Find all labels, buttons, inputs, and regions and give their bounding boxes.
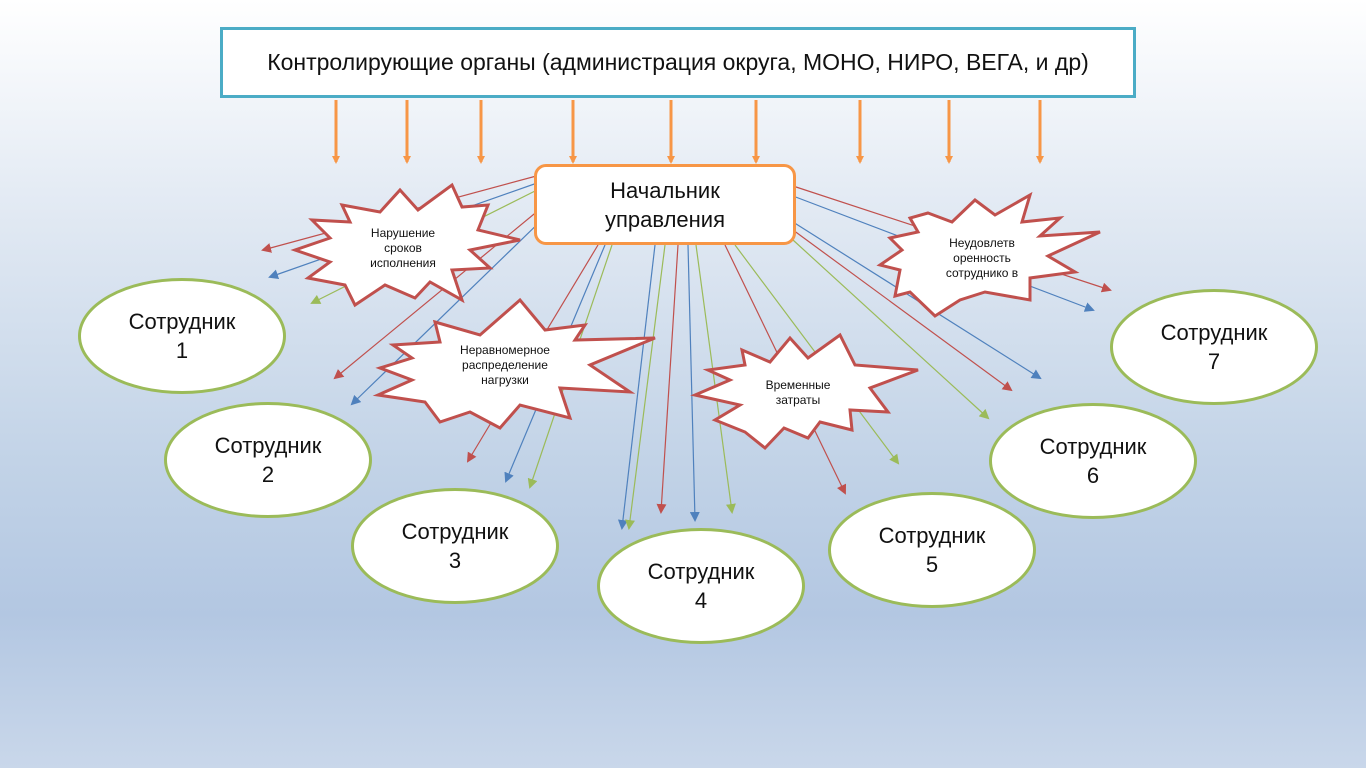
problem-bursts [290,182,1101,451]
employee-label: Сотрудник [878,523,986,548]
employee-number: 4 [694,588,708,613]
task-arrow-blue [350,211,551,406]
task-arrow-red [656,244,679,514]
head-of-department-box: Начальник управления [534,164,796,245]
employee-label: Сотрудник [128,309,236,334]
control-bodies-box: Контролирующие органы (администрация окр… [220,27,1136,98]
problem-label-uneven-load: Неравномерное распределение нагрузки [460,342,550,387]
employee-number: 2 [261,462,275,487]
employee-5: Сотрудник 5 [828,492,1036,608]
employee-label: Сотрудник [401,519,509,544]
burst-deadlines [290,182,521,308]
employee-label: Сотрудник [1039,434,1147,459]
employee-label: Сотрудник [1160,320,1268,345]
employee-3: Сотрудник 3 [351,488,559,604]
problem-label-dissatisfaction: Неудовлетв оренность сотруднико в [945,235,1019,280]
control-bodies-text: Контролирующие органы (администрация окр… [267,49,1089,75]
employee-number: 7 [1207,349,1221,374]
burst-time-costs [690,332,919,451]
task-arrow-blue [617,244,656,530]
employee-6: Сотрудник 6 [989,403,1197,519]
employee-label: Сотрудник [647,559,755,584]
task-arrow-green [792,239,990,420]
head-of-department-text: Начальник управления [605,177,725,232]
task-arrow-green [695,244,736,514]
burst-dissatisfaction [876,191,1101,318]
employee-number: 6 [1086,463,1100,488]
employee-label: Сотрудник [214,433,322,458]
problem-label-time-costs: Временные затраты [765,378,831,407]
employee-7: Сотрудник 7 [1110,289,1318,405]
employee-4: Сотрудник 4 [597,528,805,644]
task-arrow-red [333,204,546,380]
task-arrow-green [625,244,666,530]
problem-label-deadlines: Нарушение сроков исполнения [370,225,436,270]
employee-number: 1 [175,338,189,363]
control-arrows [332,100,1044,164]
employee-2: Сотрудник 2 [164,402,372,518]
task-arrow-blue [687,244,700,522]
task-arrow-red [792,229,1013,392]
employee-number: 3 [448,548,462,573]
employee-1: Сотрудник 1 [78,278,286,394]
task-arrows [261,174,1112,530]
employee-number: 5 [925,552,939,577]
burst-uneven-load [372,297,656,430]
